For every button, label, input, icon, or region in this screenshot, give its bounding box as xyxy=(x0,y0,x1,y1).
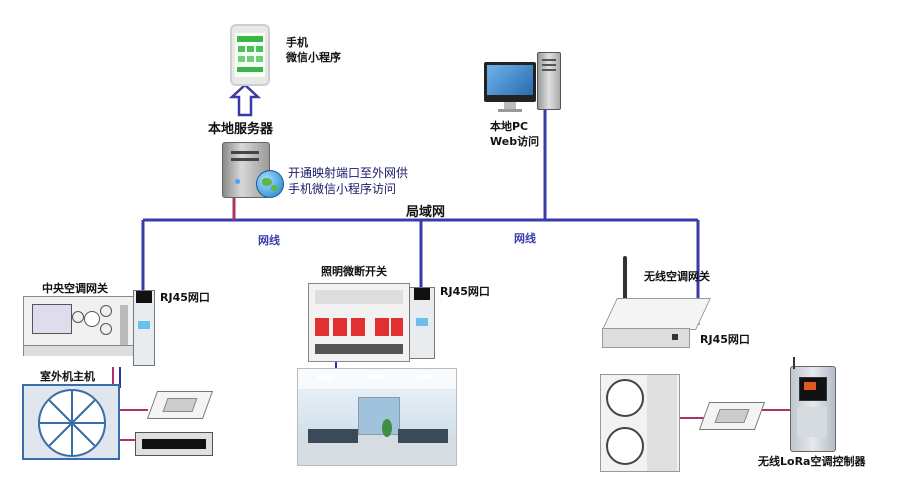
duct-ac-icon xyxy=(135,432,213,456)
wireless-gateway-icon xyxy=(602,298,711,350)
antenna-icon xyxy=(623,256,627,300)
pc-label-line1: 本地PC xyxy=(490,120,529,133)
globe-icon xyxy=(256,170,284,198)
central-ac-rj45-module-icon xyxy=(133,290,155,366)
lighting-title: 照明微断开关 xyxy=(321,265,387,278)
cable-label-left: 网线 xyxy=(258,234,280,247)
central-ac-port-label: RJ45网口 xyxy=(160,291,210,304)
pc-monitor-icon xyxy=(484,62,536,112)
vrf-outdoor-unit-icon xyxy=(600,374,680,472)
wireless-port-label: RJ45网口 xyxy=(700,333,750,346)
wireless-title: 无线空调网关 xyxy=(644,270,710,283)
lighting-rj45-module-icon xyxy=(409,287,435,359)
office-photo xyxy=(297,368,457,466)
server-note-line1: 开通映射端口至外网供 xyxy=(288,166,409,180)
cassette-ac-icon xyxy=(146,385,214,423)
lan-title: 局域网 xyxy=(406,205,446,220)
wireless-cassette-ac-icon xyxy=(698,396,766,434)
central-ac-title: 中央空调网关 xyxy=(42,282,108,295)
outdoor-unit-icon xyxy=(22,384,120,460)
pc-label-line2: Web访问 xyxy=(490,135,540,148)
cable-label-right: 网线 xyxy=(514,232,536,245)
lighting-port-label: RJ45网口 xyxy=(440,285,490,298)
lora-controller-icon xyxy=(790,357,836,452)
server-note-line2: 手机微信小程序访问 xyxy=(288,182,397,196)
lora-controller-label: 无线LoRa空调控制器 xyxy=(758,455,866,468)
central-ac-gateway-icon xyxy=(23,296,135,356)
outdoor-unit-label: 室外机主机 xyxy=(40,370,95,383)
server-title: 本地服务器 xyxy=(208,122,274,137)
phone-label-line1: 手机 xyxy=(286,36,308,49)
pc-tower-icon xyxy=(537,52,561,110)
breaker-group-icon xyxy=(308,283,410,362)
phone-label-line2: 微信小程序 xyxy=(286,51,341,64)
phone-icon xyxy=(230,24,270,86)
